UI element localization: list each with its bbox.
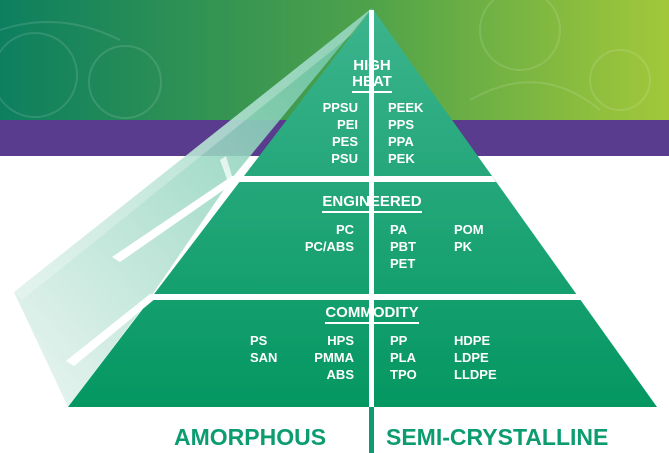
tier-dividers [66, 156, 582, 366]
material-item: PEI [337, 117, 358, 132]
tier-label-commodity: COMMODITY [300, 304, 444, 324]
material-item: PLA [390, 350, 416, 365]
material-item: PP [390, 333, 408, 348]
center-divider [369, 10, 374, 452]
material-item: PK [454, 239, 473, 254]
material-item: PC [335, 222, 354, 237]
high-heat-semi-crystalline-list: PEEK PPS PPA PEK [388, 99, 450, 167]
material-item: HPS [327, 333, 354, 348]
commodity-semi-crystalline-list-2: HDPE LDPE LLDPE [454, 332, 514, 383]
banner-texture [0, 0, 651, 119]
material-item: PPS [388, 117, 415, 132]
material-item: PEK [388, 151, 415, 166]
tier-label-high-heat-line2: HEAT [352, 73, 392, 93]
tier-label-high-heat-line2-wrap: HEAT [334, 73, 410, 93]
high-heat-amorphous-list: PPSU PEI PES PSU [296, 99, 358, 167]
tier-label-high-heat: HIGH HEAT [334, 57, 410, 93]
commodity-amorphous-list-1: PS SAN [250, 332, 290, 366]
material-item: SAN [250, 350, 278, 365]
material-item: PET [390, 256, 416, 271]
material-item: PEEK [388, 100, 424, 115]
pyramid-side-edge [14, 8, 372, 300]
material-item: PES [331, 134, 358, 149]
material-item: POM [454, 222, 484, 237]
tier-label-high-heat-line1: HIGH [353, 57, 391, 74]
engineered-semi-crystalline-list-1: PA PBT PET [390, 221, 440, 272]
material-item: PBT [390, 239, 416, 254]
material-item: PS [250, 333, 268, 348]
material-item: PPSU [322, 100, 358, 115]
tier-label-engineered-text: ENGINEERED [322, 193, 422, 213]
material-item: PA [390, 222, 408, 237]
material-item: LDPE [454, 350, 489, 365]
center-divider-lower [369, 407, 374, 453]
material-item: PC/ABS [304, 239, 354, 254]
pyramid-body [68, 8, 657, 407]
material-item: PSU [331, 151, 358, 166]
tier-label-engineered: ENGINEERED [300, 193, 444, 213]
material-item: PPA [388, 134, 414, 149]
material-item: PMMA [314, 350, 354, 365]
material-item: HDPE [454, 333, 491, 348]
footer-label-amorphous: AMORPHOUS [174, 424, 327, 450]
commodity-semi-crystalline-list-1: PP PLA TPO [390, 332, 440, 383]
footer-label-semi-crystalline: SEMI-CRYSTALLINE [386, 424, 609, 450]
engineered-semi-crystalline-list-2: POM PK [454, 221, 504, 255]
engineered-amorphous-list: PC PC/ABS [270, 221, 354, 255]
tier-label-commodity-text: COMMODITY [325, 304, 419, 324]
commodity-amorphous-list-2: HPS PMMA ABS [296, 332, 354, 383]
material-item: TPO [390, 367, 417, 382]
material-item: ABS [326, 367, 354, 382]
material-item: LLDPE [454, 367, 497, 382]
